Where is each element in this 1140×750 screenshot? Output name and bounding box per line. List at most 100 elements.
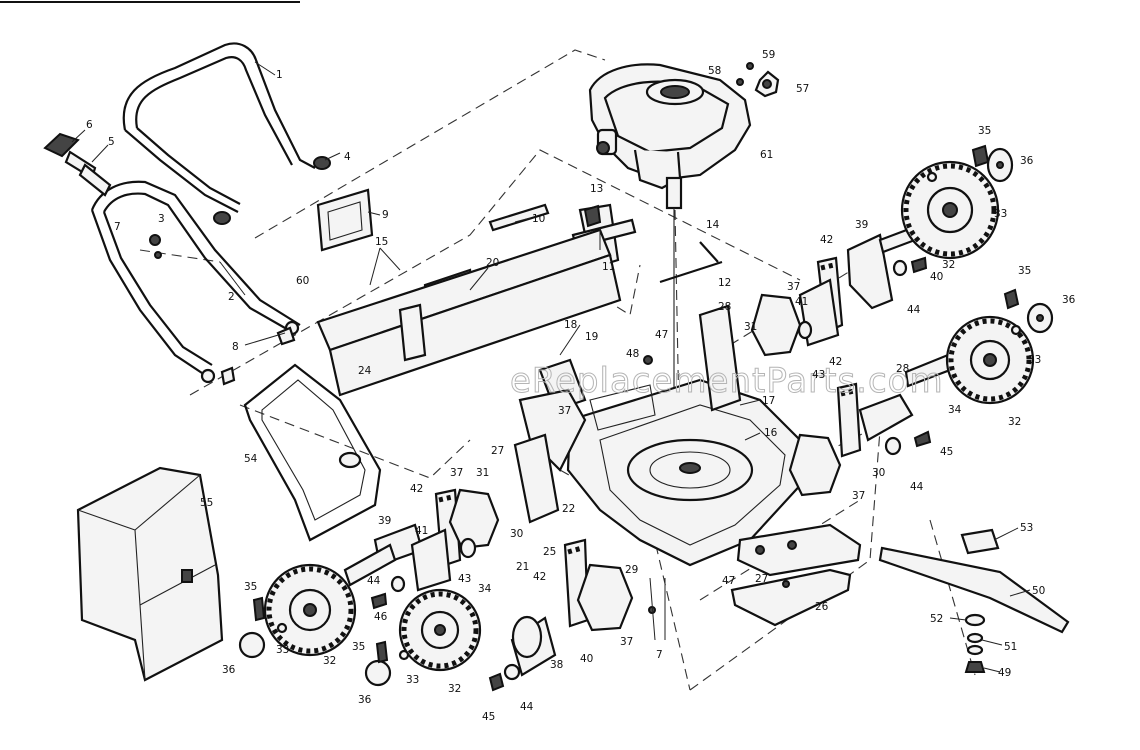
part-label: 61 — [760, 149, 773, 161]
part-label: 50 — [1032, 585, 1045, 597]
part-label: 42 — [410, 483, 423, 495]
part-label: 49 — [998, 667, 1011, 679]
part-label: 39 — [855, 219, 868, 231]
part-label: 33 — [276, 644, 289, 656]
part-label: 19 — [585, 331, 598, 343]
part-label: 44 — [367, 575, 381, 587]
part-label: 60 — [296, 275, 309, 287]
part-label: 45 — [482, 711, 495, 723]
part-label: 47 — [722, 575, 735, 587]
part-label: 12 — [718, 277, 731, 289]
mower-deck — [518, 378, 807, 567]
part-label: 5 — [108, 136, 115, 148]
part-label: 41 — [795, 296, 808, 308]
wheels — [263, 160, 1035, 672]
part-label: 22 — [562, 503, 575, 515]
part-label: 43 — [458, 573, 471, 585]
part-label: 30 — [510, 528, 523, 540]
part-label: 37 — [852, 490, 865, 502]
part-label: 3 — [158, 213, 165, 225]
engine-hardware — [736, 62, 780, 98]
part-label: 6 — [86, 119, 93, 131]
part-label: 26 — [815, 601, 829, 613]
part-label: 33 — [406, 674, 419, 686]
part-label: 36 — [358, 694, 372, 706]
part-label: 21 — [516, 561, 529, 573]
part-label: 4 — [344, 151, 351, 163]
part-label: 32 — [942, 259, 955, 271]
part-label: 52 — [930, 613, 943, 625]
part-label: 46 — [374, 611, 388, 623]
part-label: 27 — [491, 445, 504, 457]
part-label: 30 — [872, 467, 885, 479]
part-label: 13 — [590, 183, 603, 195]
part-label: 36 — [1062, 294, 1076, 306]
part-label: 58 — [708, 65, 721, 77]
part-label: 29 — [625, 564, 638, 576]
part-label: 59 — [762, 49, 775, 61]
part-label: 35 — [978, 125, 991, 137]
part-label: 17 — [762, 395, 775, 407]
part-label: 32 — [323, 655, 336, 667]
part-label: 34 — [478, 583, 492, 595]
gear-plates — [448, 293, 842, 632]
part-label: 7 — [114, 221, 121, 233]
part-label: 43 — [812, 369, 825, 381]
part-label: 47 — [655, 329, 668, 341]
part-label: 44 — [520, 701, 534, 713]
part-label: 35 — [244, 581, 257, 593]
small-hardware — [238, 144, 1054, 692]
handle-lower — [90, 180, 301, 384]
part-label: 51 — [1004, 641, 1017, 653]
part-label: 40 — [580, 653, 593, 665]
part-label: 37 — [787, 281, 800, 293]
grass-bag-frame — [243, 363, 382, 542]
part-label: 15 — [375, 236, 388, 248]
part-label: 32 — [448, 683, 461, 695]
part-label: 8 — [232, 341, 239, 353]
part-label: 36 — [222, 664, 236, 676]
part-label: 35 — [352, 641, 365, 653]
blade-assembly — [878, 528, 1070, 673]
part-label: 18 — [564, 319, 577, 331]
part-label: 24 — [358, 365, 372, 377]
axles — [343, 226, 952, 677]
leader-lines — [71, 61, 1031, 673]
part-label: 20 — [486, 257, 499, 269]
part-label: 48 — [626, 348, 639, 360]
part-label: 10 — [532, 213, 545, 225]
part-label: 33 — [1028, 354, 1041, 366]
part-label: 7 — [656, 649, 663, 661]
part-label: 44 — [910, 481, 924, 493]
part-labels: 1 2 3 4 5 6 7 7 8 9 10 11 12 13 14 15 16… — [86, 49, 1076, 723]
part-label: 38 — [550, 659, 563, 671]
part-label: 37 — [620, 636, 633, 648]
part-label: 57 — [796, 83, 809, 95]
handle-knobs-hardware — [43, 132, 296, 386]
part-label: 45 — [940, 446, 953, 458]
handle-upper — [122, 42, 331, 225]
part-label: 39 — [378, 515, 391, 527]
grass-bag — [76, 466, 224, 682]
part-label: 2 — [228, 291, 235, 303]
height-adjust-frame — [316, 188, 723, 412]
part-label: 32 — [1008, 416, 1021, 428]
part-label: 42 — [533, 571, 546, 583]
watermark: eReplacementParts.com — [510, 361, 944, 401]
part-label: 1 — [276, 69, 283, 81]
engine — [588, 63, 752, 470]
part-label: 9 — [382, 209, 389, 221]
part-label: 14 — [706, 219, 720, 231]
part-label: 27 — [755, 573, 768, 585]
part-label: 33 — [994, 208, 1007, 220]
part-label: 28 — [718, 301, 731, 313]
part-label: 28 — [896, 363, 909, 375]
part-label: 53 — [1020, 522, 1033, 534]
part-label: 11 — [602, 261, 615, 273]
part-label: 25 — [543, 546, 556, 558]
part-label: 34 — [948, 404, 962, 416]
part-label: 37 — [450, 467, 463, 479]
part-label: 35 — [1018, 265, 1031, 277]
